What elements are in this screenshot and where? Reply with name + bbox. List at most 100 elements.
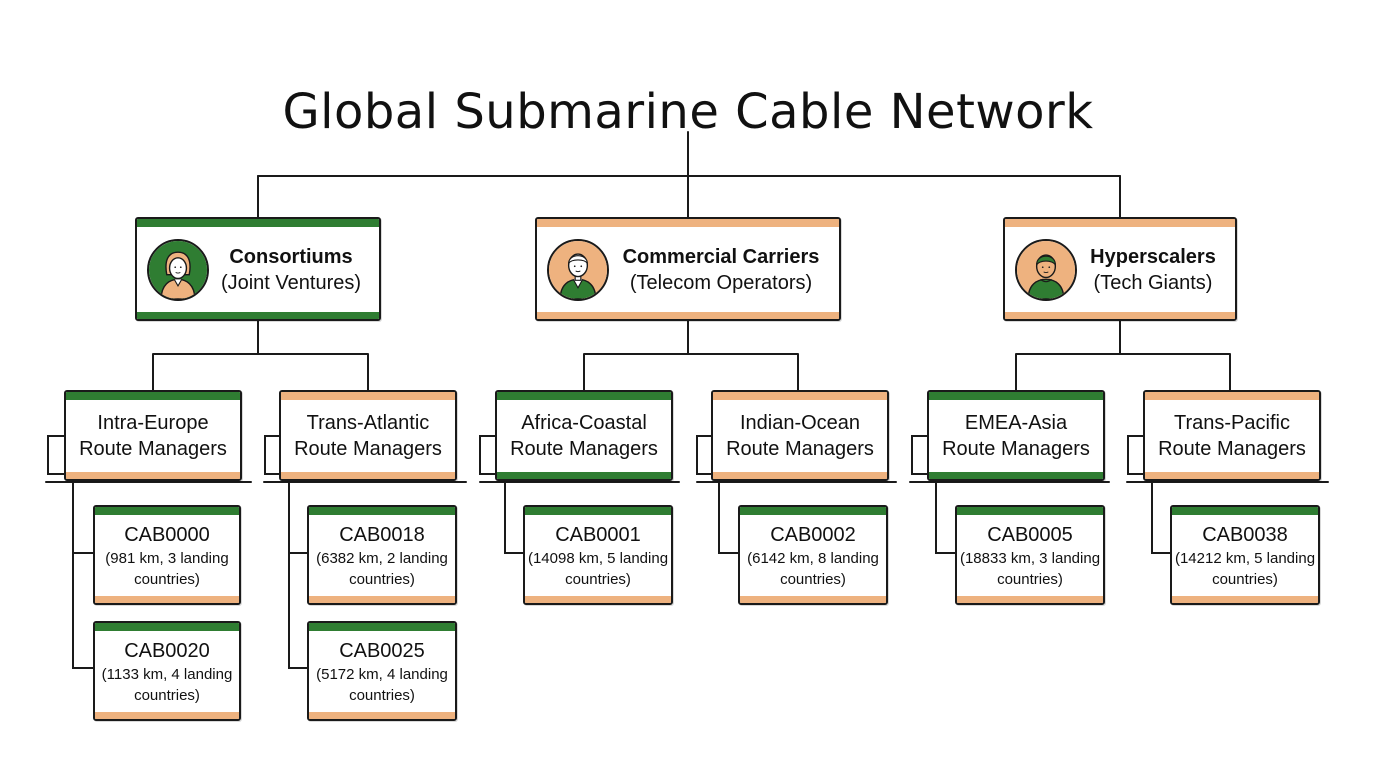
manager-line2: Route Managers	[79, 438, 227, 460]
manager-trans-pacific[interactable]: Trans-Pacific Route Managers	[1143, 390, 1321, 481]
box-bottom-stripe	[740, 596, 886, 603]
diagram-title: Global Submarine Cable Network	[282, 84, 1094, 141]
manager-line1: Indian-Ocean	[739, 412, 861, 434]
manager-line2: Route Managers	[942, 438, 1090, 460]
box-top-stripe	[1172, 507, 1318, 515]
connector-consortiums-managers	[152, 319, 369, 392]
box-top-stripe	[66, 392, 240, 400]
cable-id: CAB0000	[124, 523, 210, 546]
person-avatar-icon	[1015, 238, 1077, 301]
cable-cab0001[interactable]: CAB0001 (14098 km, 5 landing countries)	[523, 505, 673, 605]
cable-details: (5172 km, 4 landing countries)	[316, 665, 448, 704]
box-bottom-stripe	[537, 312, 839, 319]
manager-line1: EMEA-Asia	[964, 412, 1068, 434]
connector-hyperscalers-managers	[1015, 319, 1231, 392]
manager-line1: Trans-Atlantic	[306, 412, 430, 434]
man-avatar-icon	[547, 238, 609, 301]
connector-intra-europe-cables	[72, 481, 94, 669]
box-top-stripe	[957, 507, 1103, 515]
cable-id: CAB0038	[1202, 523, 1288, 546]
cable-details: (981 km, 3 landing countries)	[105, 549, 229, 588]
cable-id: CAB0002	[770, 523, 856, 546]
box-top-stripe	[281, 392, 455, 400]
cable-cab0005[interactable]: CAB0005 (18833 km, 3 landing countries)	[955, 505, 1105, 605]
group-name: Hyperscalers	[1090, 245, 1216, 268]
manager-line1: Intra-Europe	[97, 412, 209, 434]
manager-emea-asia[interactable]: EMEA-Asia Route Managers	[927, 390, 1105, 481]
box-top-stripe	[525, 507, 671, 515]
box-bottom-stripe	[1145, 472, 1319, 479]
box-bottom-stripe	[281, 472, 455, 479]
manager-line2: Route Managers	[294, 438, 442, 460]
connector-indian-ocean-cables	[718, 481, 739, 554]
box-top-stripe	[929, 392, 1103, 400]
manager-line2: Route Managers	[1158, 438, 1306, 460]
connector-trans-atlantic-cables	[288, 481, 308, 669]
box-top-stripe	[95, 623, 239, 631]
cable-cab0025[interactable]: CAB0025 (5172 km, 4 landing countries)	[307, 621, 457, 721]
group-commercial-carriers[interactable]: Commercial Carriers (Telecom Operators)	[535, 217, 841, 321]
cable-id: CAB0020	[124, 639, 210, 662]
box-top-stripe	[537, 219, 839, 227]
cable-id: CAB0001	[555, 523, 641, 546]
manager-africa-coastal[interactable]: Africa-Coastal Route Managers	[495, 390, 673, 481]
cable-details: (6142 km, 8 landing countries)	[747, 549, 879, 588]
box-bottom-stripe	[713, 472, 887, 479]
connector-trans-pacific-cables	[1151, 481, 1171, 554]
box-bottom-stripe	[957, 596, 1103, 603]
box-bottom-stripe	[1172, 596, 1318, 603]
connector-commercial-managers	[583, 319, 799, 392]
box-top-stripe	[1145, 392, 1319, 400]
connector-emea-asia-cables	[935, 481, 956, 554]
box-bottom-stripe	[66, 472, 240, 479]
group-consortiums[interactable]: Consortiums (Joint Ventures)	[135, 217, 381, 321]
box-bottom-stripe	[525, 596, 671, 603]
cable-cab0020[interactable]: CAB0020 (1133 km, 4 landing countries)	[93, 621, 241, 721]
cable-details: (14098 km, 5 landing countries)	[527, 549, 669, 588]
box-top-stripe	[95, 507, 239, 515]
box-top-stripe	[137, 219, 379, 227]
box-bottom-stripe	[309, 712, 455, 719]
box-top-stripe	[740, 507, 886, 515]
group-subtitle: (Telecom Operators)	[629, 271, 813, 294]
cable-cab0038[interactable]: CAB0038 (14212 km, 5 landing countries)	[1170, 505, 1320, 605]
group-name: Commercial Carriers	[622, 245, 820, 268]
manager-line1: Africa-Coastal	[521, 412, 647, 434]
connector-africa-coastal-cables	[504, 481, 524, 554]
group-hyperscalers[interactable]: Hyperscalers (Tech Giants)	[1003, 217, 1237, 321]
box-bottom-stripe	[95, 712, 239, 719]
cable-details: (14212 km, 5 landing countries)	[1174, 549, 1316, 588]
connector-side-brackets	[47, 435, 1144, 475]
box-bottom-stripe	[95, 596, 239, 603]
cable-cab0018[interactable]: CAB0018 (6382 km, 2 landing countries)	[307, 505, 457, 605]
cable-cab0000[interactable]: CAB0000 (981 km, 3 landing countries)	[93, 505, 241, 605]
manager-intra-europe[interactable]: Intra-Europe Route Managers	[64, 390, 242, 481]
box-bottom-stripe	[309, 596, 455, 603]
cable-cab0002[interactable]: CAB0002 (6142 km, 8 landing countries)	[738, 505, 888, 605]
box-top-stripe	[497, 392, 671, 400]
manager-line2: Route Managers	[726, 438, 874, 460]
woman-avatar-icon	[147, 238, 209, 301]
box-top-stripe	[1005, 219, 1235, 227]
box-top-stripe	[309, 507, 455, 515]
box-bottom-stripe	[137, 312, 379, 319]
box-top-stripe	[309, 623, 455, 631]
manager-line1: Trans-Pacific	[1174, 412, 1290, 434]
box-top-stripe	[713, 392, 887, 400]
cable-id: CAB0025	[339, 639, 425, 662]
box-bottom-stripe	[929, 472, 1103, 479]
group-subtitle: (Joint Ventures)	[220, 271, 362, 294]
cable-details: (18833 km, 3 landing countries)	[959, 549, 1101, 588]
group-name: Consortiums	[229, 245, 353, 268]
cable-details: (6382 km, 2 landing countries)	[316, 549, 448, 588]
manager-indian-ocean[interactable]: Indian-Ocean Route Managers	[711, 390, 889, 481]
manager-line2: Route Managers	[510, 438, 658, 460]
cable-id: CAB0018	[339, 523, 425, 546]
manager-trans-atlantic[interactable]: Trans-Atlantic Route Managers	[279, 390, 457, 481]
cable-details: (1133 km, 4 landing countries)	[101, 665, 233, 704]
group-subtitle: (Tech Giants)	[1093, 271, 1213, 294]
cable-id: CAB0005	[987, 523, 1073, 546]
box-bottom-stripe	[497, 472, 671, 479]
box-bottom-stripe	[1005, 312, 1235, 319]
